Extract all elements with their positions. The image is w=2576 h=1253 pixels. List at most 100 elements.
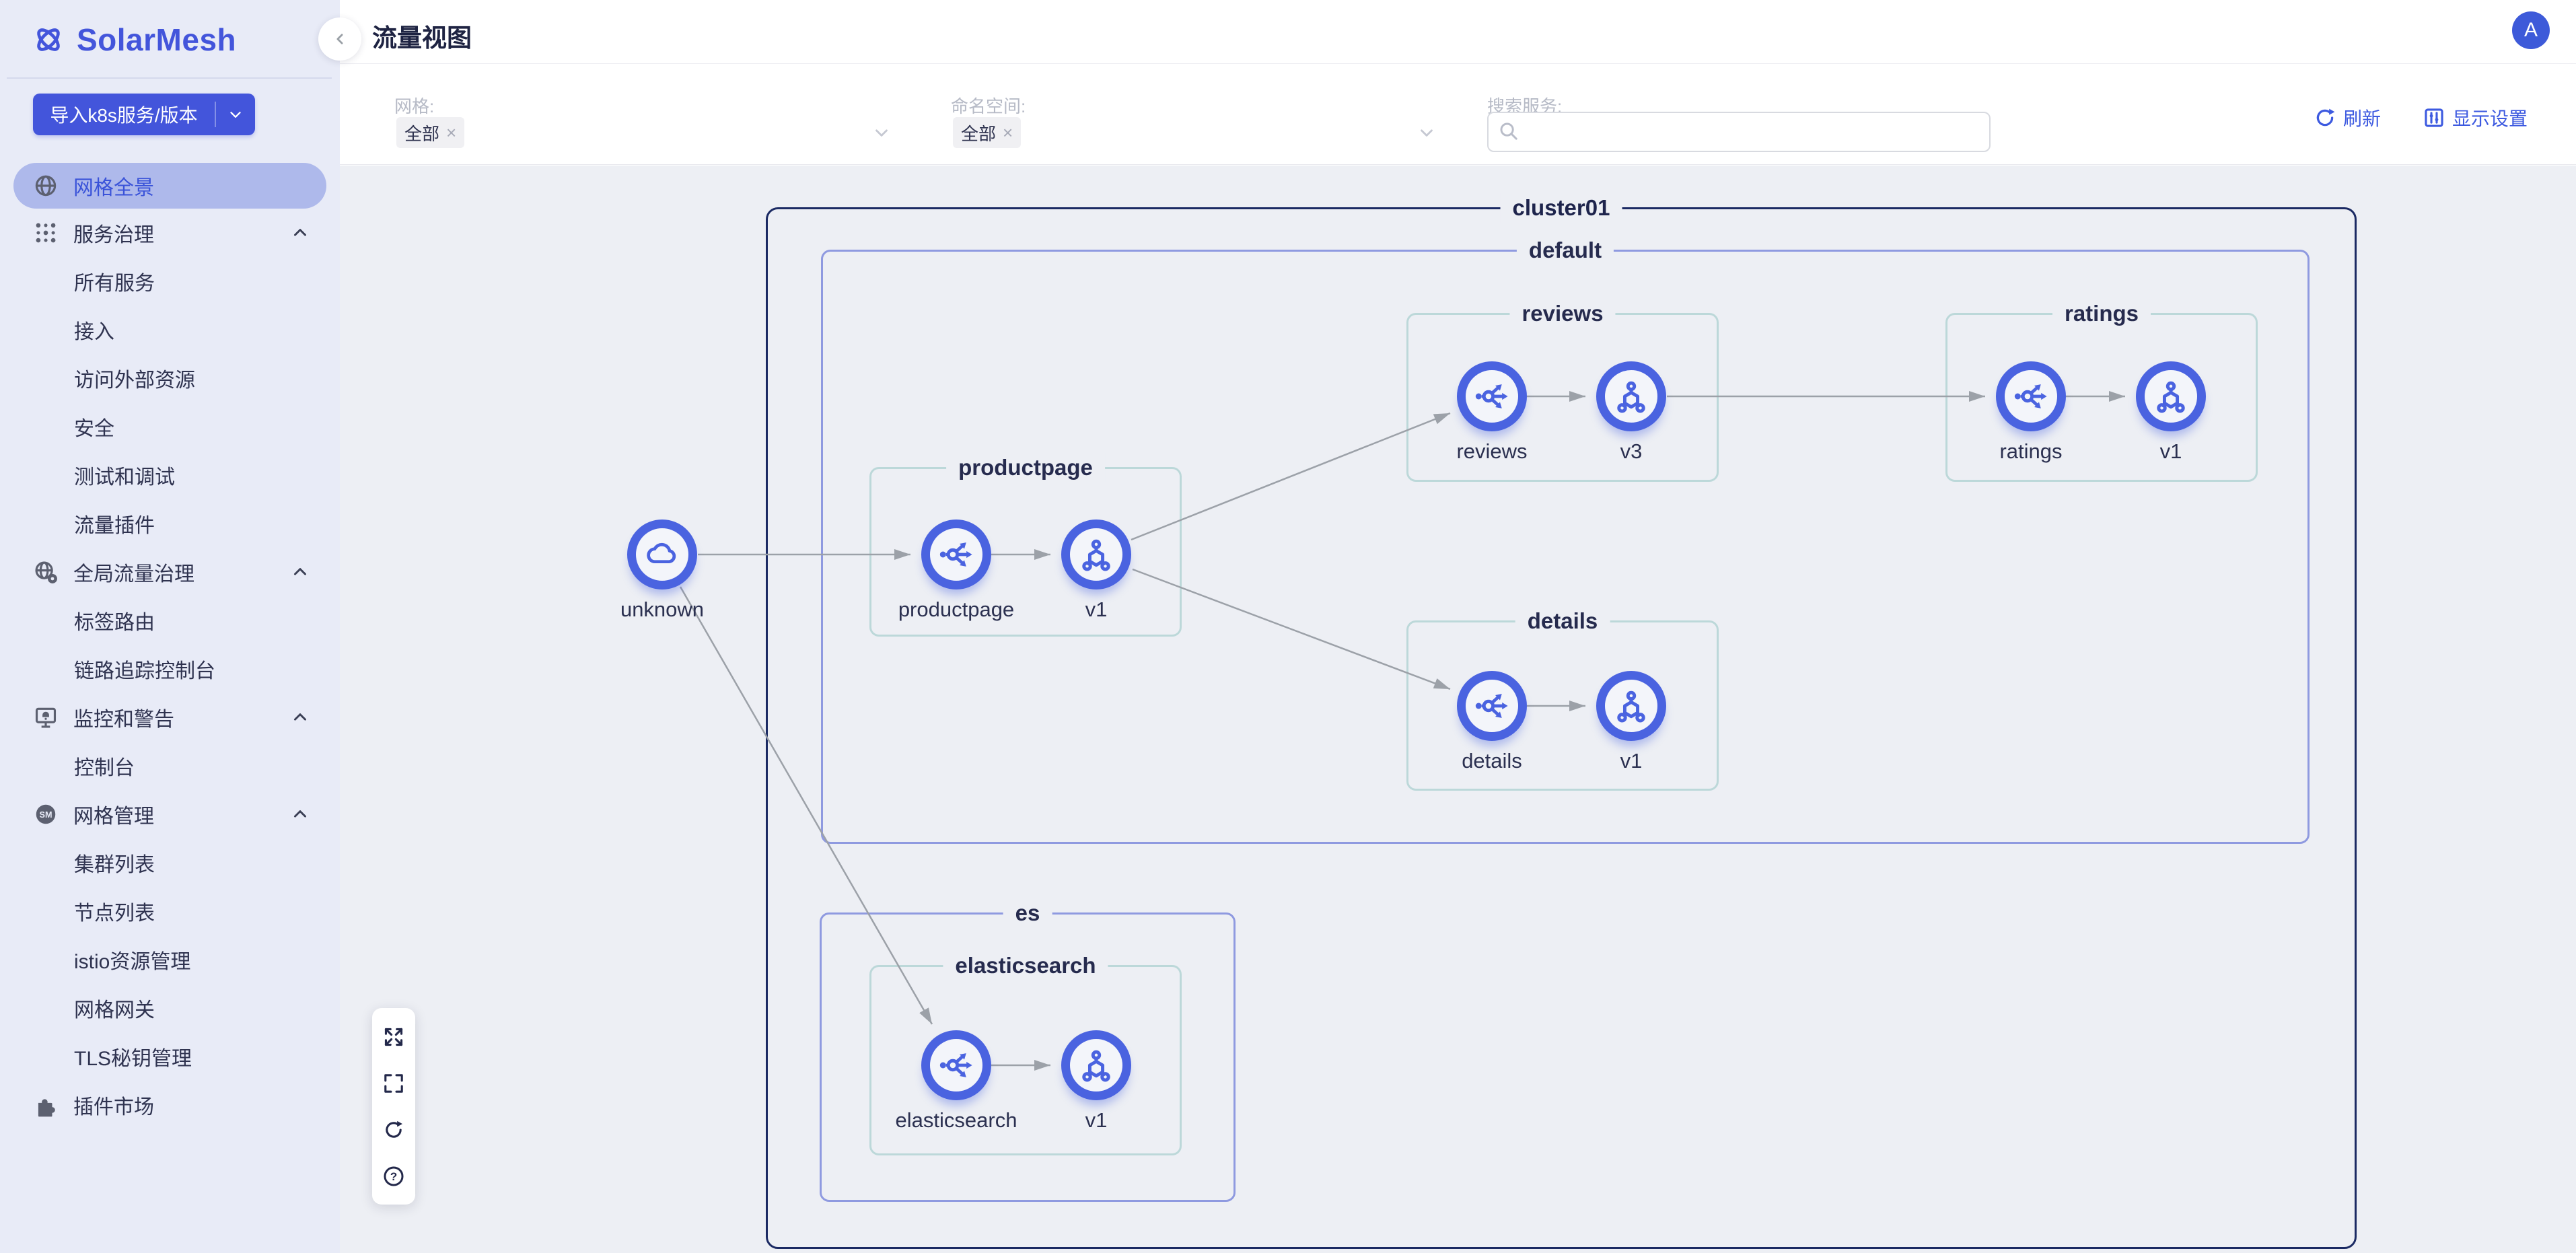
- edge-v1-reviews: [1131, 412, 1451, 541]
- sidebar-item-traffic-plugin[interactable]: 流量插件: [0, 499, 340, 548]
- chip-value: 全部: [404, 123, 440, 144]
- solarmesh-logo-icon: [37, 28, 60, 51]
- node-reviews-v3-label: v3: [1620, 439, 1643, 463]
- node-elasticsearch-label: elasticsearch: [895, 1108, 1017, 1132]
- refresh-label: 刷新: [2343, 108, 2382, 129]
- node-productpage-v1[interactable]: [1061, 520, 1131, 589]
- traffic-split-icon: [1474, 378, 1510, 415]
- node-reviews-label: reviews: [1456, 439, 1528, 463]
- sidebar-item-label: 节点列表: [74, 902, 155, 925]
- topology-canvas[interactable]: cluster01 default reviews ratings produc…: [340, 166, 2576, 1253]
- sidebar-item-plugin-market[interactable]: 插件市场: [0, 1081, 340, 1129]
- sidebar-item-node-list[interactable]: 节点列表: [0, 887, 340, 935]
- traffic-split-icon: [2013, 378, 2049, 415]
- node-elasticsearch-v1[interactable]: [1061, 1030, 1131, 1100]
- filter-bar: 网格: 全部 × 命名空间: 全部 × 搜索服务:: [340, 65, 2576, 165]
- sidebar-item-label: 控制台: [74, 757, 135, 779]
- plugin-market-icon: [33, 1092, 59, 1118]
- edge-layer: [679, 391, 2125, 1071]
- sidebar-item-label: 标签路由: [74, 612, 155, 634]
- sidebar-menu: 网格全景 服务治理 所有服务 接入 访问外部资源 安全 测试和调试 流量插件 全…: [0, 163, 340, 1129]
- sidebar-section-label: 监控和警告: [73, 709, 174, 731]
- sidebar-item-all-services[interactable]: 所有服务: [0, 257, 340, 306]
- sidebar-item-label: 安全: [74, 418, 114, 440]
- sidebar-item-tls-secrets[interactable]: TLS秘钥管理: [0, 1032, 340, 1081]
- sidebar-item-istio-resources[interactable]: istio资源管理: [0, 935, 340, 984]
- node-elasticsearch[interactable]: [921, 1030, 991, 1100]
- app-name: SolarMesh: [77, 22, 237, 57]
- workload-icon: [1078, 536, 1114, 573]
- sidebar-item-label: 插件市场: [73, 1096, 154, 1118]
- monitor-alert-icon: [33, 705, 59, 730]
- chip-remove-icon[interactable]: ×: [1003, 122, 1013, 143]
- cluster-box: cluster01: [766, 193, 2357, 1249]
- sidebar-item-label: 测试和调试: [74, 466, 175, 489]
- cloud-icon: [644, 536, 680, 573]
- main-area: 流量视图 A 网格: 全部 × 命名空间: 全部 ×: [340, 0, 2576, 1253]
- node-reviews[interactable]: [1457, 361, 1527, 431]
- import-k8s-button[interactable]: 导入k8s服务/版本: [33, 94, 255, 135]
- sidebar-item-mesh-overview[interactable]: 网格全景: [13, 163, 326, 209]
- sidebar-item-test-debug[interactable]: 测试和调试: [0, 451, 340, 499]
- fit-view-button[interactable]: [378, 1021, 410, 1053]
- sidebar-section-service-governance[interactable]: 服务治理: [0, 209, 340, 257]
- user-avatar[interactable]: A: [2512, 11, 2550, 49]
- node-unknown[interactable]: [627, 520, 697, 589]
- sidebar-item-label: 访问外部资源: [74, 369, 195, 392]
- sidebar-item-security[interactable]: 安全: [0, 402, 340, 451]
- sidebar-item-label: 接入: [74, 321, 114, 343]
- reload-graph-button[interactable]: [378, 1114, 410, 1146]
- sidebar-item-label: 集群列表: [74, 854, 155, 876]
- edge-v1-details: [1132, 568, 1451, 690]
- sidebar-section-global-traffic[interactable]: 全局流量治理: [0, 548, 340, 596]
- sidebar-section-monitor-alert[interactable]: 监控和警告: [0, 693, 340, 742]
- sidebar-item-label: 网格全景: [73, 177, 154, 199]
- node-ratings-v1[interactable]: [2136, 361, 2206, 431]
- namespace-es-box: es: [820, 898, 1236, 1202]
- sidebar-item-tracing-console[interactable]: 链路追踪控制台: [0, 645, 340, 693]
- sidebar-item-console[interactable]: 控制台: [0, 742, 340, 790]
- sidebar-item-label-routing[interactable]: 标签路由: [0, 596, 340, 645]
- traffic-split-icon: [938, 1047, 974, 1083]
- node-ratings[interactable]: [1996, 361, 2066, 431]
- sidebar-item-label: 流量插件: [74, 515, 155, 537]
- globe-icon: [33, 173, 59, 199]
- node-reviews-v3[interactable]: [1596, 361, 1666, 431]
- node-details-v1[interactable]: [1596, 671, 1666, 741]
- sidebar-item-mesh-gateway[interactable]: 网格网关: [0, 984, 340, 1032]
- sidebar-item-label: 链路追踪控制台: [74, 660, 215, 682]
- workload-icon: [1078, 1047, 1114, 1083]
- fullscreen-button[interactable]: [378, 1067, 410, 1100]
- top-bar: 流量视图 A: [340, 0, 2576, 64]
- sidebar-item-access[interactable]: 接入: [0, 306, 340, 354]
- node-productpage[interactable]: [921, 520, 991, 589]
- edge-unknown-elasticsearch: [679, 586, 933, 1025]
- search-icon: [1498, 120, 1521, 143]
- node-details[interactable]: [1457, 671, 1527, 741]
- namespace-default-box: default: [821, 236, 2310, 844]
- node-ratings-label: ratings: [1999, 439, 2063, 463]
- group-details: details: [1406, 606, 1719, 791]
- workload-icon: [1613, 688, 1649, 724]
- mesh-selected-chip: 全部 ×: [396, 117, 465, 148]
- node-productpage-label: productpage: [898, 598, 1015, 621]
- search-input[interactable]: [1521, 113, 1989, 151]
- sidebar-collapse-button[interactable]: [318, 17, 361, 61]
- search-box: [1487, 112, 1991, 152]
- help-button[interactable]: [378, 1160, 410, 1192]
- sidebar-item-external-resources[interactable]: 访问外部资源: [0, 354, 340, 402]
- reload-icon: [381, 1117, 406, 1143]
- node-details-label: details: [1462, 749, 1522, 773]
- import-dropdown-toggle[interactable]: [216, 106, 255, 123]
- fit-view-icon: [381, 1024, 406, 1050]
- workload-icon: [1613, 378, 1649, 415]
- group-productpage: productpage: [869, 453, 1182, 637]
- chip-remove-icon[interactable]: ×: [446, 122, 457, 143]
- sidebar-item-cluster-list[interactable]: 集群列表: [0, 838, 340, 887]
- sidebar-section-mesh-management[interactable]: 网格管理: [0, 790, 340, 838]
- refresh-button[interactable]: 刷新: [2314, 104, 2381, 131]
- group-reviews-label: reviews: [1509, 299, 1616, 328]
- group-elasticsearch-label: elasticsearch: [943, 951, 1108, 980]
- display-settings-button[interactable]: 显示设置: [2423, 104, 2528, 131]
